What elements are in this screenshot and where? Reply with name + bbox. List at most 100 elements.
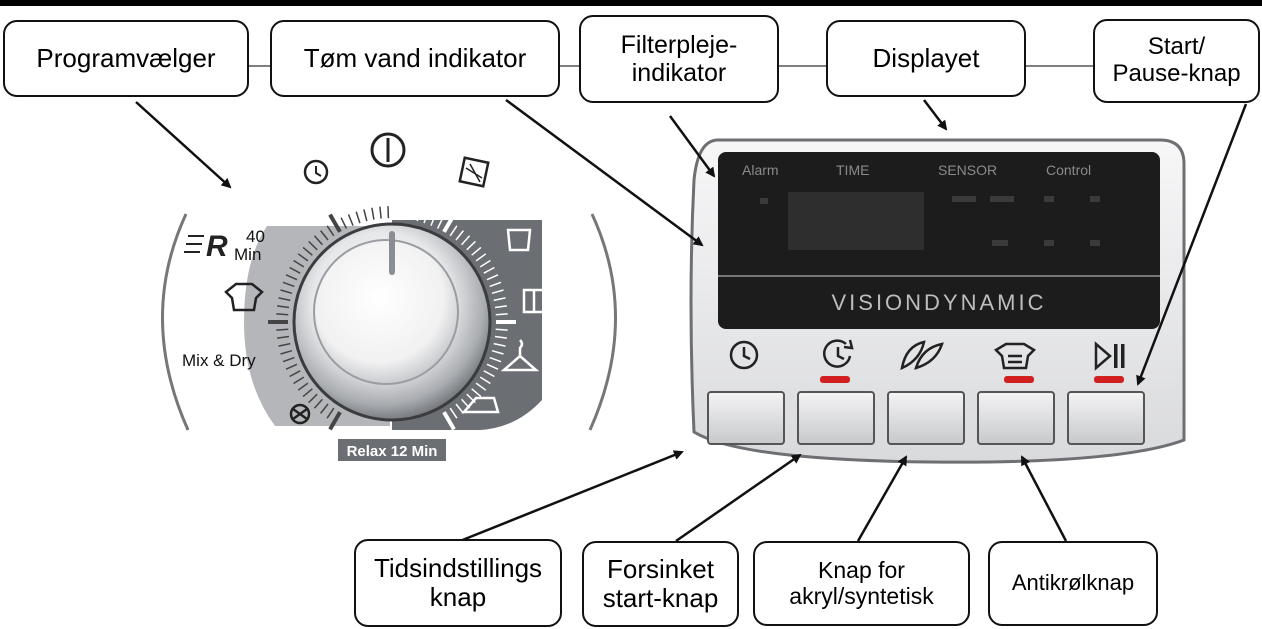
dial-minor-tick	[355, 211, 361, 224]
delay-led	[820, 376, 850, 383]
dial-minor-tick	[455, 403, 464, 414]
dial-minor-tick	[479, 259, 491, 268]
dial-minor-tick	[486, 363, 499, 370]
dial-minor-tick	[278, 297, 291, 302]
dial-minor-tick	[461, 235, 471, 246]
dial-minor-tick	[282, 281, 295, 288]
feather-icon	[900, 340, 944, 371]
arrow-program-selector	[135, 101, 232, 189]
dial-mixdry-label: Mix & Dry	[182, 351, 256, 370]
dial-minor-tick	[466, 240, 476, 251]
dial-minor-tick	[402, 206, 405, 219]
display-sensor-label: SENSOR	[938, 162, 997, 178]
dial-minor-tick	[471, 388, 482, 398]
dial-minor-tick	[285, 274, 298, 281]
dial-ticks	[268, 206, 516, 431]
dial-timer-icon	[303, 159, 329, 185]
arrow-filter-indicator	[668, 115, 716, 178]
towel-icon	[506, 228, 532, 252]
dial-minor-tick	[320, 403, 329, 414]
display-control-label: Control	[1046, 162, 1091, 178]
program-dial[interactable]: R 40 Min Mix & Dry Relax 12 Min	[161, 132, 617, 461]
dial-minor-tick	[423, 211, 429, 224]
dial-minor-tick	[308, 240, 318, 251]
label-display: Displayet	[826, 20, 1026, 97]
dial-minor-tick	[449, 225, 458, 237]
top-rule	[0, 0, 1262, 6]
clock-icon	[729, 340, 759, 370]
anti-crease-button[interactable]	[977, 391, 1055, 445]
label-time-setting: Tidsindstillings knap	[354, 539, 562, 627]
dial-minor-tick	[308, 393, 318, 404]
dial-left-bracket	[161, 213, 190, 431]
display-alarm-label: Alarm	[742, 162, 779, 178]
dial-major-tick	[442, 411, 456, 431]
dial-minor-tick	[326, 225, 335, 237]
dial-minor-tick	[326, 407, 335, 419]
acrylic-synthetic-button[interactable]	[887, 391, 965, 445]
dial-minor-tick	[479, 376, 491, 385]
arrow-drain-indicator	[505, 98, 704, 247]
display-brand: VISIONDYNAMIC	[831, 290, 1046, 315]
label-start-pause: Start/ Pause-knap	[1093, 19, 1260, 103]
dial-minor-tick	[371, 207, 375, 220]
dial-minor-tick	[363, 209, 368, 222]
label-drain-indicator: Tøm vand indikator	[270, 20, 560, 97]
dial-r-label: R	[206, 230, 228, 263]
time-setting-button[interactable]	[707, 391, 785, 445]
dial-minor-tick	[276, 313, 289, 316]
dial-minor-tick	[489, 281, 502, 288]
dial-minor-tick	[455, 230, 464, 241]
dial-minor-tick	[320, 230, 329, 241]
dial-minor-tick	[416, 209, 421, 222]
dial-minor-tick	[495, 328, 508, 331]
dial-minor-tick	[302, 388, 313, 398]
time-digits-area	[788, 192, 924, 250]
dial-minor-tick	[489, 356, 502, 363]
dial-r-speedlines	[184, 235, 204, 253]
dial-minor-tick	[475, 253, 487, 262]
dial-minor-tick	[302, 246, 313, 256]
dial-major-tick	[328, 411, 342, 431]
dial-minor-tick	[277, 305, 290, 309]
dial-minor-tick	[379, 206, 382, 219]
play-pause-icon	[1094, 341, 1125, 371]
anti-crease-led	[1004, 376, 1034, 383]
dial-minor-tick	[491, 289, 504, 295]
cabinet-icon	[522, 288, 546, 314]
cupboard-icon	[458, 156, 490, 188]
dial-minor-tick	[494, 305, 507, 309]
dial-right-bracket	[588, 213, 617, 431]
callout-arrows	[135, 98, 1248, 543]
delayed-start-button[interactable]	[797, 391, 875, 445]
dial-minor-tick	[285, 363, 298, 370]
wool-icon	[289, 403, 311, 425]
arrow-acrylic-synthetic	[856, 455, 908, 542]
display-dim-segments	[760, 196, 1100, 246]
display-time-label: TIME	[836, 162, 869, 178]
dial-minor-tick	[483, 370, 495, 378]
arrow-delayed-start	[675, 453, 802, 543]
start-pause-button[interactable]	[1067, 391, 1145, 445]
dial-minor-tick	[493, 297, 506, 302]
dial-minor-tick	[486, 274, 499, 281]
label-anti-crease: Antikrølknap	[988, 541, 1158, 626]
arrow-time-setting	[459, 450, 684, 543]
dial-minor-tick	[293, 259, 305, 268]
dial-40min-label: 40 Min	[234, 227, 270, 264]
dial-minor-tick	[475, 382, 487, 391]
power-icon	[370, 132, 406, 168]
dial-minor-tick	[313, 398, 323, 409]
hanger-icon	[500, 339, 540, 372]
dial-minor-tick	[491, 349, 504, 355]
arrow-start-pause	[1136, 103, 1248, 386]
iron-icon	[461, 396, 500, 414]
dial-minor-tick	[495, 313, 508, 316]
dial-major-tick	[442, 213, 456, 233]
dial-minor-tick	[494, 335, 507, 339]
dial-major-tick	[328, 213, 342, 233]
dial-knob-inner[interactable]	[313, 239, 459, 385]
label-filter-indicator: Filterpleje- indikator	[579, 15, 779, 103]
